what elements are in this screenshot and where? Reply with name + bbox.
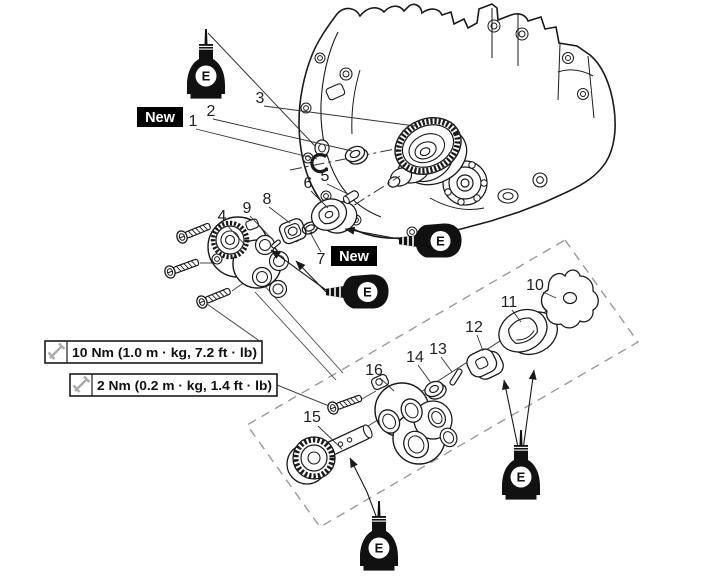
part-12-inner-rotor [466, 348, 504, 380]
part-label-14: 14 [406, 349, 424, 366]
part-1-circlip [310, 153, 329, 174]
part-label-6: 6 [304, 175, 313, 192]
part-label-13: 13 [429, 341, 447, 358]
label-leaders [195, 105, 557, 450]
pump-screw-1 [174, 219, 213, 246]
oil-can-letter: E [436, 234, 445, 249]
new-badge-2: New [331, 246, 377, 266]
part-label-7: 7 [317, 251, 326, 268]
oil-can-icon-shaft: E [359, 500, 399, 572]
part-3-pump-drive-gear [394, 117, 462, 175]
part-8-inner-rotor [278, 218, 307, 245]
part-9-pin [271, 239, 281, 249]
oil-arrows [270, 226, 537, 525]
part-label-16: 16 [365, 362, 383, 379]
oil-can-letter: E [363, 285, 372, 300]
part-5-dowel-pin [342, 190, 359, 205]
part-15-drive-shaft-gear [286, 424, 373, 485]
part-label-1: 1 [189, 113, 198, 130]
torque-spec-text: 10 Nm (1.0 m · kg, 7.2 ft · lb) [72, 345, 257, 360]
part-number-labels: 1 2 3 4 5 6 7 8 9 10 11 12 13 14 15 16 [189, 90, 544, 426]
pump-screw-2 [162, 255, 201, 281]
new-badge-1: New [137, 107, 183, 127]
oil-can-letter: E [202, 69, 211, 84]
part-label-9: 9 [243, 200, 252, 217]
part-11-outer-rotor [498, 308, 558, 356]
part-label-8: 8 [263, 191, 272, 208]
part-label-12: 12 [465, 319, 483, 336]
torque-leaders [206, 303, 330, 407]
case-interior-details [314, 67, 548, 211]
oil-can-icon-top: E [186, 28, 226, 100]
housing-screw [325, 391, 364, 417]
oil-can-icon-rotors: E [501, 429, 541, 501]
part-label-5: 5 [321, 168, 330, 185]
part-2-washer [344, 145, 369, 165]
part-label-11: 11 [501, 294, 518, 311]
part-label-4: 4 [218, 208, 227, 225]
oil-leader-top [207, 32, 316, 147]
part-4-oil-pump-assembly [207, 216, 290, 299]
oil-can-icon-pump4: E [325, 273, 390, 310]
part-label-10: 10 [526, 277, 544, 294]
torque-spec-text: 2 Nm (0.2 m · kg, 1.4 ft · lb) [97, 378, 272, 393]
new-badge-text: New [145, 110, 176, 126]
oil-can-icon-rotor6: E [398, 222, 463, 259]
part-16-pump-housing [370, 373, 458, 465]
part-14-washer [424, 380, 447, 400]
torque-box-1: 10 Nm (1.0 m · kg, 7.2 ft · lb) [44, 340, 263, 364]
detail-boundary-dashes [245, 239, 640, 528]
oil-can-letter: E [375, 541, 384, 556]
pump-screw-3 [194, 284, 233, 311]
part-10-cover-plate [540, 269, 599, 329]
torque-wrench-icon [47, 342, 66, 360]
torque-wrench-icon [72, 375, 91, 393]
oil-can-letter: E [517, 470, 526, 485]
part-13-pin [449, 368, 463, 386]
torque-box-2: 2 Nm (0.2 m · kg, 1.4 ft · lb) [69, 373, 278, 397]
part-label-2: 2 [207, 103, 216, 120]
part-label-15: 15 [303, 409, 321, 426]
part-label-3: 3 [256, 90, 265, 107]
new-badge-text: New [339, 249, 370, 265]
part-6-rotor-set [310, 198, 358, 234]
